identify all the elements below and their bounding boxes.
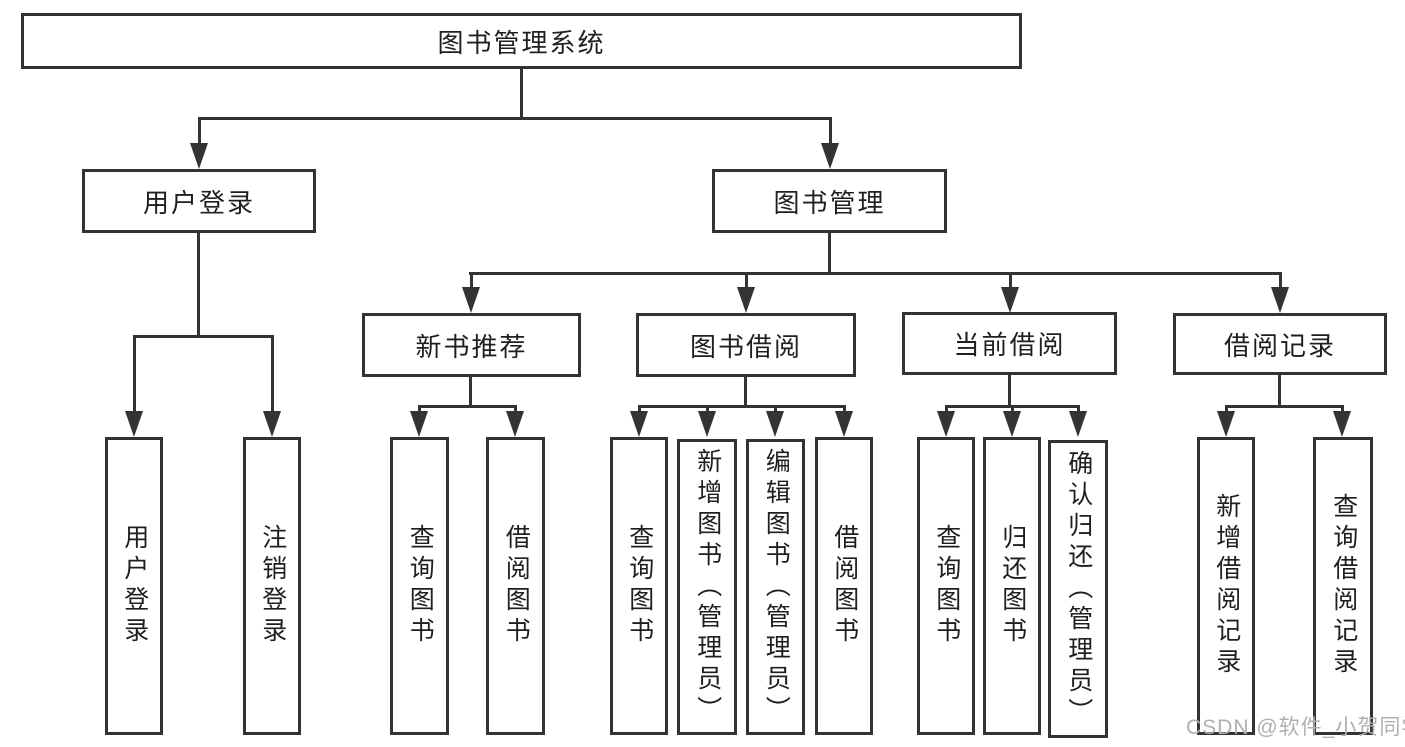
arrow-into-br-query [1333,411,1351,437]
leaf-nb-query-book: 查询图书 [390,437,449,735]
connector-stem-book-borrow [745,272,748,289]
connector-new-book-recommend-drop [469,377,472,405]
connector-stem-current-borrow [1009,272,1012,289]
leaf-bb-edit-book-label: 编辑图书（管理员） [762,447,791,727]
arrow-into-cb-confirm [1069,411,1087,437]
connector-user-login-bus [133,335,274,338]
arrow-into-bb-query [630,411,648,437]
node-new-book-recommend: 新书推荐 [362,313,581,377]
arrow-into-new-book-recommend [462,287,480,313]
arrow-into-cb-return [1003,411,1021,437]
connector-new-book-recommend-bus [418,405,517,408]
connector-borrow-record-drop [1278,375,1281,405]
node-user-login: 用户登录 [82,169,316,233]
connector-level2-bus [198,117,832,120]
node-book-management-label: 图书管理 [773,187,886,218]
leaf-nb-borrow-book-label: 借阅图书 [502,524,531,648]
arrow-into-nb-borrow [506,411,524,437]
arrow-into-book-management [821,143,839,169]
arrow-into-cb-query [937,411,955,437]
leaf-cb-confirm-return-label: 确认归还（管理员） [1064,449,1093,729]
leaf-cb-query-book: 查询图书 [917,437,975,735]
connector-stem-borrow-record [1279,272,1282,289]
node-root-label: 图书管理系统 [437,27,606,58]
connector-stem-cb-query [945,405,948,414]
node-current-borrow: 当前借阅 [902,312,1117,375]
connector-book-management-drop [828,233,831,272]
node-book-management: 图书管理 [712,169,947,233]
node-new-book-recommend-label: 新书推荐 [415,331,528,362]
leaf-bb-add-book-label: 新增图书（管理员） [693,447,722,727]
connector-stem-cb-confirm [1077,405,1080,414]
arrow-into-bb-edit [766,411,784,437]
connector-stem-new-book-recommend [470,272,473,289]
arrow-into-logout-leaf [263,411,281,437]
connector-stem-user-login-leaf [133,335,136,413]
arrow-into-user-login-leaf [125,411,143,437]
leaf-bb-borrow-book-label: 借阅图书 [830,524,859,648]
node-current-borrow-label: 当前借阅 [953,330,1066,360]
leaf-br-query-record-label: 查询借阅记录 [1329,493,1358,679]
connector-stem-br-add [1225,405,1228,414]
connector-stem-bb-add [706,405,709,414]
leaf-br-add-record-label: 新增借阅记录 [1212,493,1241,679]
connector-current-borrow-drop [1008,375,1011,405]
node-borrow-record-label: 借阅记录 [1223,330,1336,361]
connector-stem-user-login [198,117,201,145]
arrow-into-current-borrow [1001,287,1019,313]
connector-stem-bb-borrow [843,405,846,414]
leaf-logout: 注销登录 [243,437,301,735]
connector-stem-bb-query [638,405,641,414]
node-user-login-label: 用户登录 [142,187,255,218]
leaf-user-login-label: 用户登录 [120,524,149,648]
node-borrow-record: 借阅记录 [1173,313,1387,375]
arrow-into-bb-borrow [835,411,853,437]
connector-borrow-record-bus [1225,405,1344,408]
leaf-br-add-record: 新增借阅记录 [1197,437,1255,735]
leaf-nb-query-book-label: 查询图书 [406,524,435,648]
leaf-user-login: 用户登录 [105,437,163,735]
connector-user-login-drop [197,233,200,335]
arrow-into-book-borrow [737,287,755,313]
leaf-nb-borrow-book: 借阅图书 [486,437,545,735]
leaf-bb-borrow-book: 借阅图书 [815,437,873,735]
leaf-bb-query-book-label: 查询图书 [625,524,654,648]
arrow-into-bb-add [698,411,716,437]
node-book-borrow-label: 图书借阅 [689,331,802,362]
connector-stem-bb-edit [774,405,777,414]
leaf-cb-query-book-label: 查询图书 [932,524,961,648]
arrow-into-nb-query [410,411,428,437]
connector-stem-book-management [829,117,832,145]
leaf-bb-edit-book: 编辑图书（管理员） [746,439,805,735]
connector-stem-nb-borrow [514,405,517,414]
leaf-cb-return-book-label: 归还图书 [998,524,1027,648]
arrow-into-br-add [1217,411,1235,437]
node-book-borrow: 图书借阅 [636,313,856,377]
leaf-cb-confirm-return: 确认归还（管理员） [1048,440,1108,738]
node-root: 图书管理系统 [21,13,1022,69]
leaf-logout-label: 注销登录 [258,524,287,648]
connector-stem-nb-query [418,405,421,414]
arrow-into-user-login [190,143,208,169]
arrow-into-borrow-record [1271,287,1289,313]
connector-level3-bus [469,272,1281,275]
leaf-br-query-record: 查询借阅记录 [1313,437,1373,735]
connector-book-borrow-drop [744,377,747,405]
connector-book-borrow-bus [638,405,846,408]
connector-stem-br-query [1341,405,1344,414]
csdn-watermark: CSDN @软件_小贺同学 [1186,716,1405,739]
leaf-cb-return-book: 归还图书 [983,437,1041,735]
connector-stem-logout-leaf [271,335,274,413]
connector-root-drop [520,69,523,117]
leaf-bb-query-book: 查询图书 [610,437,668,735]
connector-stem-cb-return [1011,405,1014,414]
leaf-bb-add-book: 新增图书（管理员） [677,439,737,735]
